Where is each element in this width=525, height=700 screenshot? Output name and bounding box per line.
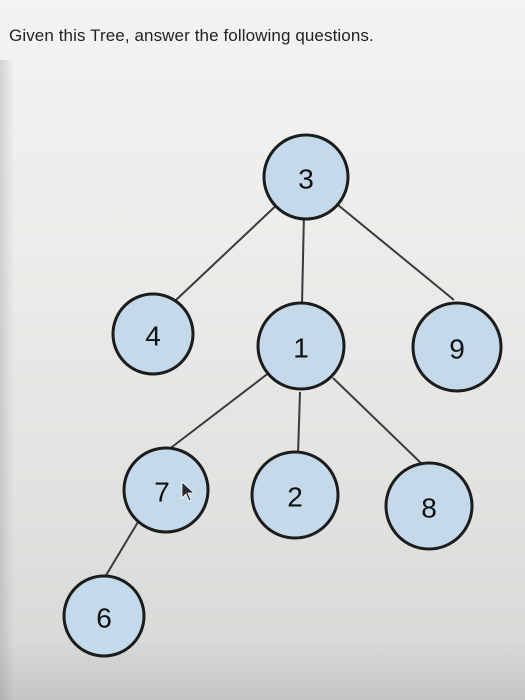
tree-node-8: 8 [384, 461, 474, 551]
tree-node-2: 2 [250, 450, 340, 540]
edge-3-9 [337, 204, 455, 301]
edge-7-6 [101, 521, 139, 583]
tree-node-9: 9 [411, 301, 503, 393]
tree-node-7: 7 [122, 446, 210, 534]
tree-node-1: 1 [256, 301, 346, 391]
tree-node-4: 4 [111, 292, 195, 376]
tree-node-6: 6 [62, 574, 146, 658]
node-label-2: 2 [287, 482, 303, 513]
edge-3-4 [175, 199, 283, 301]
edge-1-8 [332, 377, 425, 467]
page-shadow [0, 60, 14, 700]
node-label-9: 9 [449, 334, 465, 365]
mouse-cursor-icon [181, 481, 196, 502]
node-label-3: 3 [298, 164, 314, 195]
node-label-4: 4 [145, 321, 161, 352]
edge-1-7 [167, 371, 271, 451]
edge-1-2 [297, 391, 301, 456]
node-label-8: 8 [421, 493, 437, 524]
node-label-1: 1 [293, 333, 309, 364]
node-label-7: 7 [154, 477, 170, 508]
edge-3-1 [301, 212, 305, 306]
tree-node-3: 3 [262, 133, 350, 221]
question-text: Given this Tree, answer the following qu… [9, 26, 374, 45]
node-label-6: 6 [96, 603, 112, 634]
